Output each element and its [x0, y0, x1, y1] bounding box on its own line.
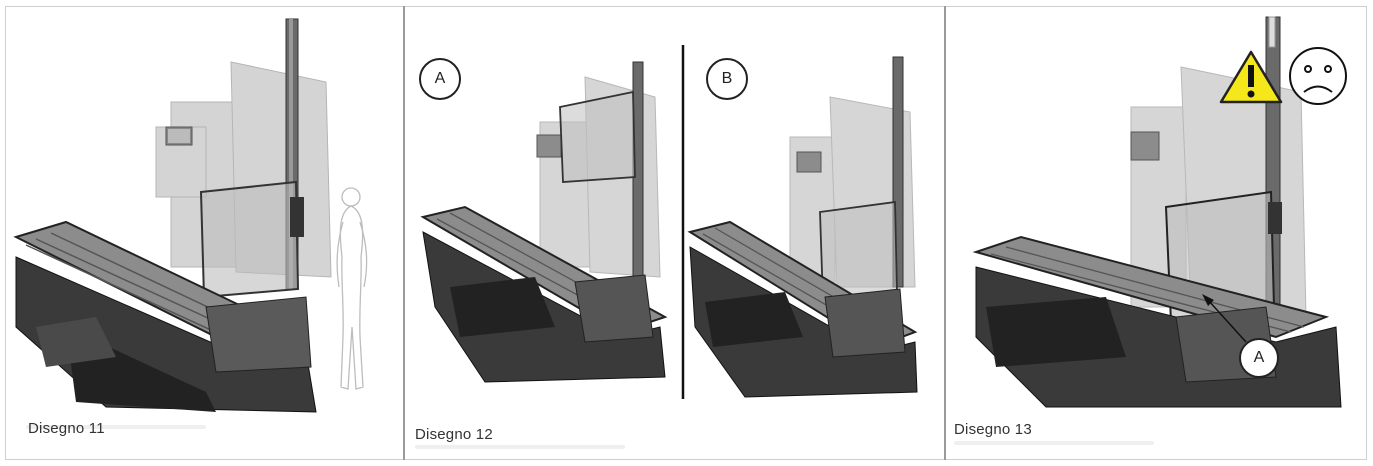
sad-face-icon: [1289, 47, 1347, 105]
panel-divider: [944, 6, 946, 460]
caption-underlay: [26, 425, 206, 429]
figure-panel-11: Disegno 11: [6, 7, 402, 459]
milling-machine-drawing-pair: [420, 45, 918, 399]
label-circle-b: B: [706, 58, 748, 100]
caption-underlay: [415, 445, 625, 449]
milling-machine-drawing-hazard: [972, 16, 1347, 408]
label-circle-a: A: [1239, 338, 1279, 378]
figure-panel-12: A B Disegno 12: [405, 7, 943, 459]
panel-divider: [403, 6, 405, 460]
caption-underlay: [954, 441, 1154, 445]
figure-caption: Disegno 13: [954, 421, 1032, 438]
figure-frame: [5, 6, 1367, 460]
label-circle-a: A: [419, 58, 461, 100]
figure-caption: Disegno 12: [415, 426, 493, 443]
figure-caption: Disegno 11: [28, 420, 105, 437]
human-silhouette-icon: [336, 187, 368, 390]
warning-icon: [1219, 50, 1283, 104]
figure-panel-13: A Disegno 13: [946, 7, 1366, 459]
milling-machine-drawing: [13, 18, 368, 413]
